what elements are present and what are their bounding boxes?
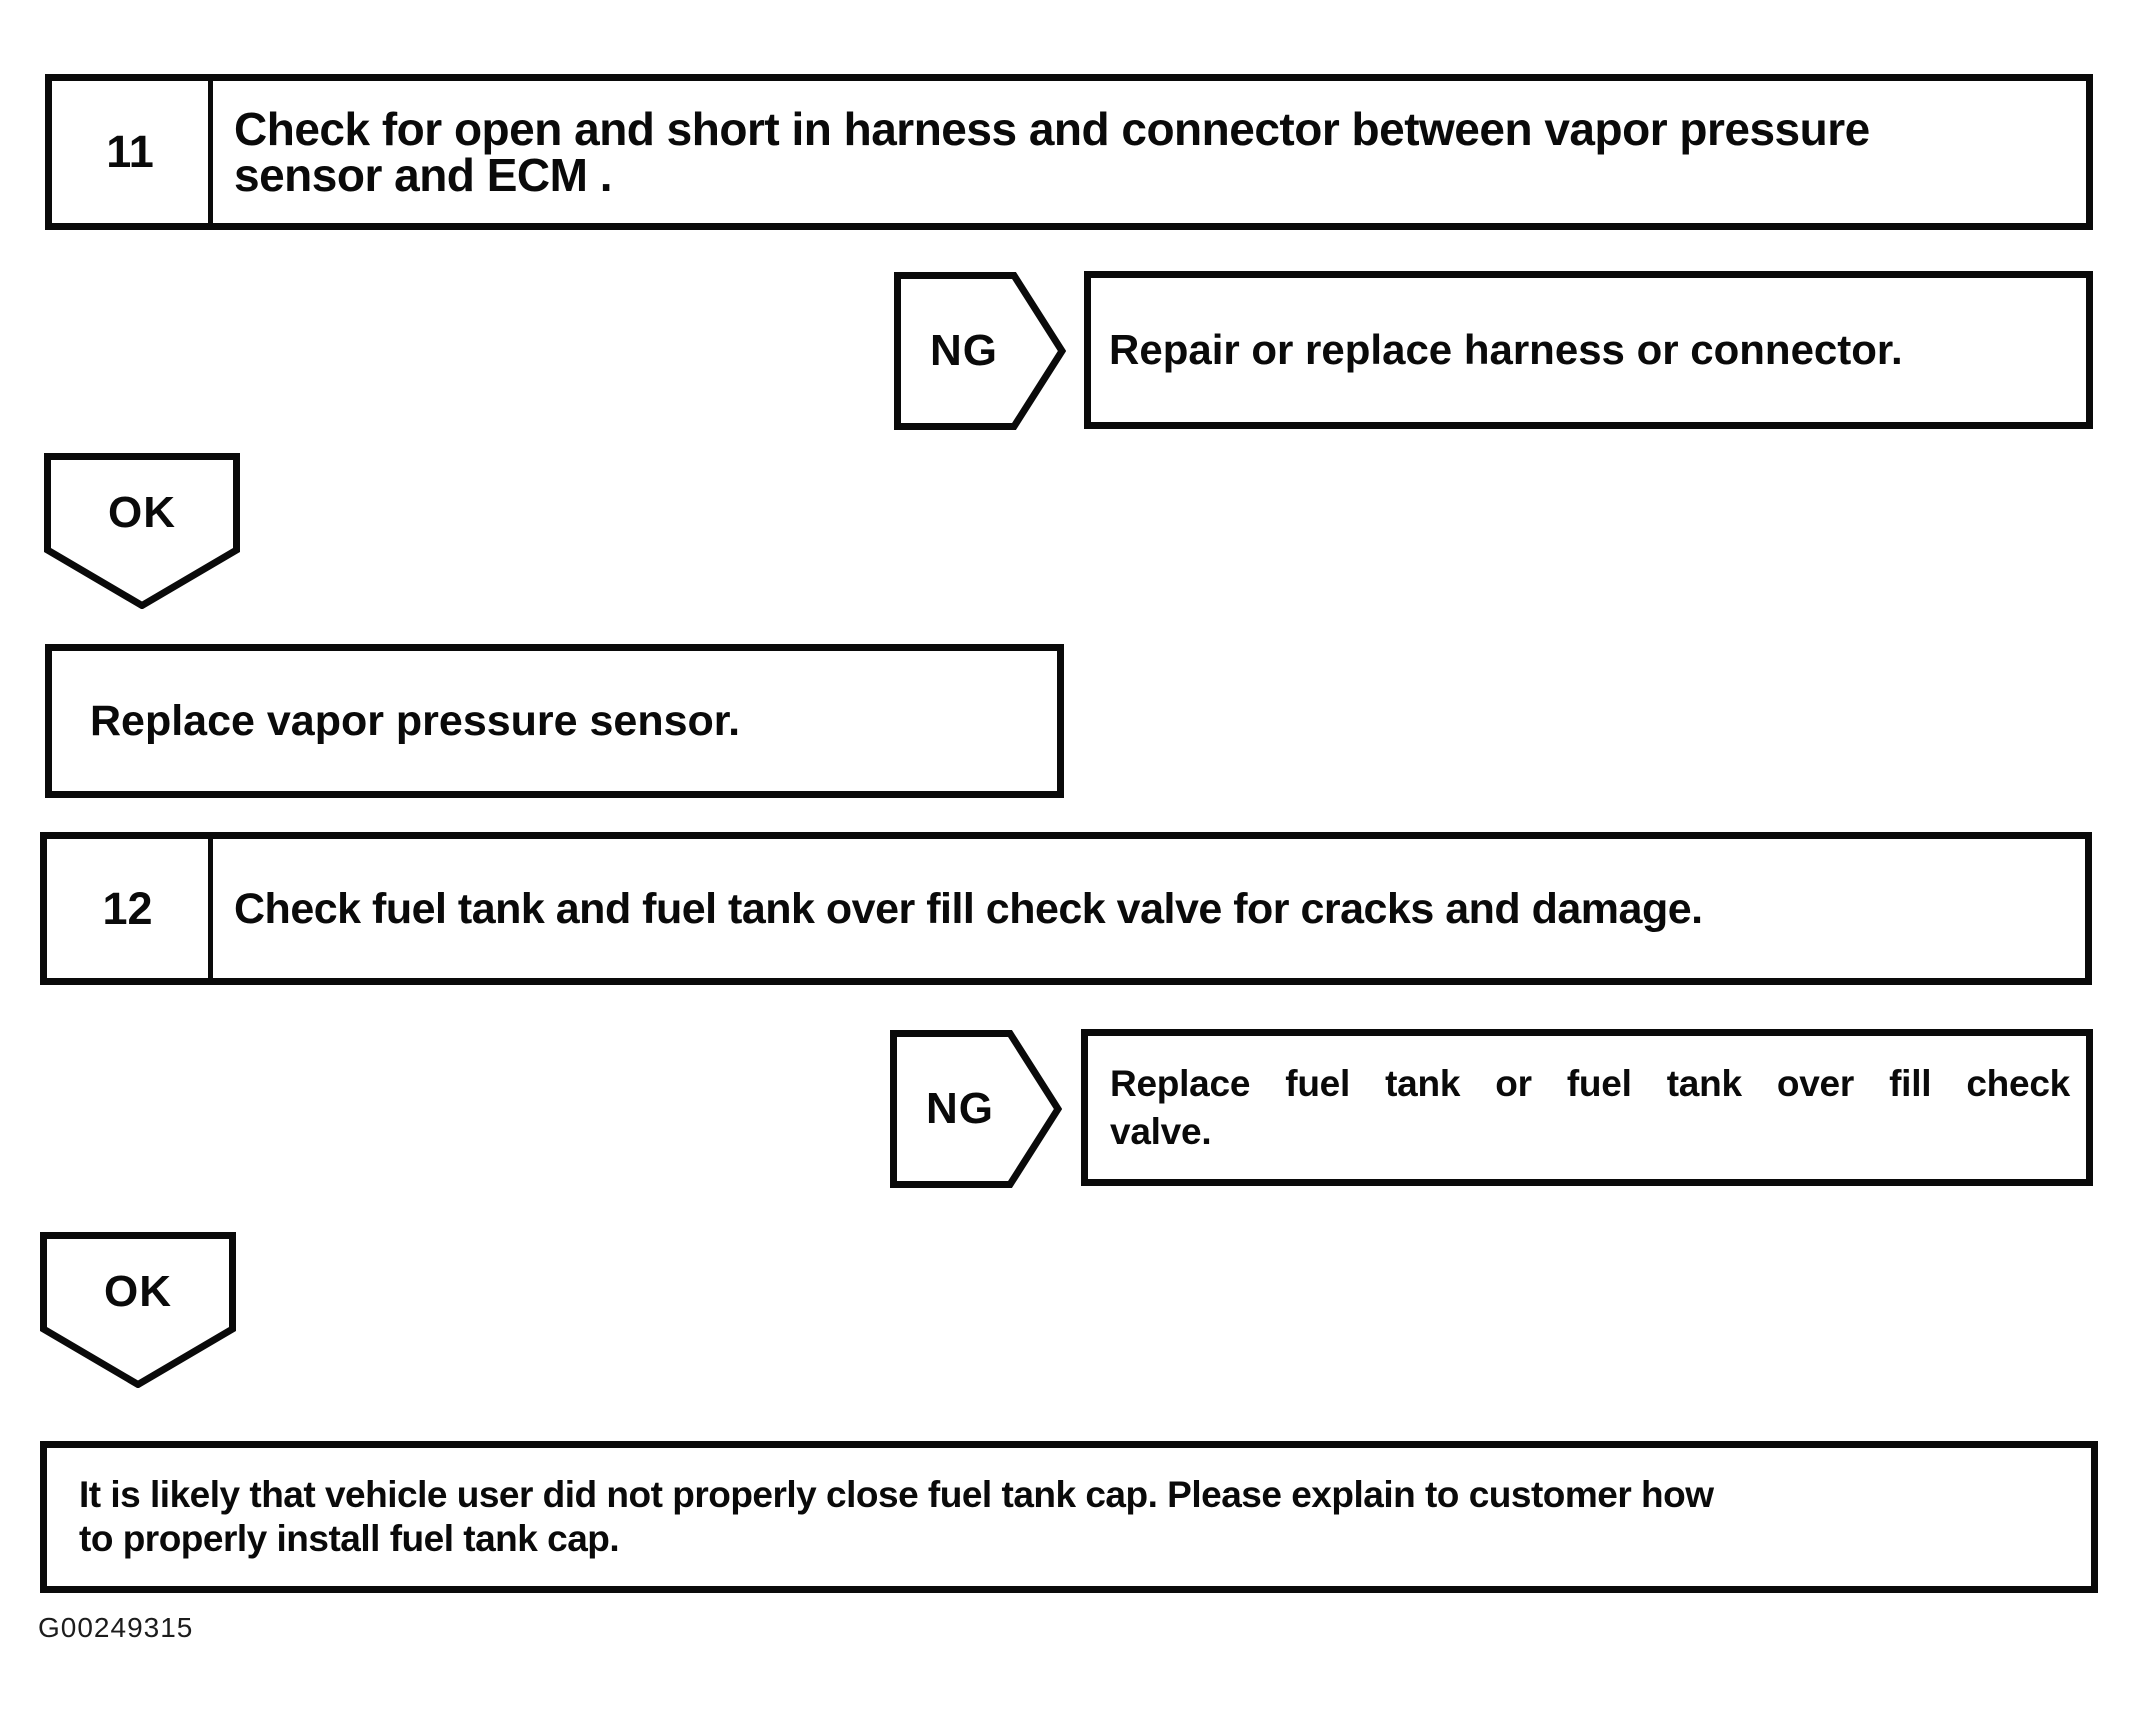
ng-action-2-box: Replace fuel tank or fuel tank over fill… [1081, 1029, 2093, 1186]
ok-branch-1-label: OK [108, 488, 176, 537]
ng-branch-2-connector: NG [890, 1030, 1062, 1188]
ok-branch-2-connector: OK [40, 1232, 236, 1388]
ng-action-2-line-1: Replace fuel tank or fuel tank over fill… [1110, 1062, 2070, 1104]
ok-branch-1-connector: OK [44, 453, 240, 609]
ok-pentagon-down-icon [40, 1232, 236, 1388]
result-12-box: It is likely that vehicle user did not p… [40, 1441, 2098, 1593]
result-11-box: Replace vapor pressure sensor. [45, 644, 1064, 798]
step-12-instruction: Check fuel tank and fuel tank over fill … [213, 839, 2085, 978]
step-11-box: 11 Check for open and short in harness a… [45, 74, 2093, 230]
ng-branch-1-connector: NG [894, 272, 1066, 430]
result-12-line-2: to properly install fuel tank cap. [79, 1518, 620, 1559]
ng-action-1-text: Repair or replace harness or connector. [1109, 326, 1903, 373]
step-12-number: 12 [47, 839, 213, 978]
result-12-line-1: It is likely that vehicle user did not p… [79, 1474, 1714, 1515]
ok-branch-2-label: OK [104, 1267, 172, 1316]
result-11-text: Replace vapor pressure sensor. [90, 696, 741, 745]
ng-pentagon-right-icon [890, 1030, 1062, 1188]
ok-pentagon-down-icon [44, 453, 240, 609]
step-11-number: 11 [52, 81, 213, 223]
figure-id-label: G00249315 [38, 1612, 194, 1643]
ng-branch-1-label: NG [930, 326, 998, 375]
ng-pentagon-right-icon [894, 272, 1066, 430]
step-11-instruction: Check for open and short in harness and … [213, 81, 2086, 223]
ng-branch-2-label: NG [926, 1084, 994, 1133]
step-12-instruction-line-1: Check fuel tank and fuel tank over fill … [234, 884, 1703, 933]
step-12-box: 12 Check fuel tank and fuel tank over fi… [40, 832, 2092, 985]
ng-action-2-line-2: valve. [1110, 1110, 1212, 1152]
step-11-instruction-line-1: Check for open and short in harness and … [234, 103, 1870, 155]
step-11-instruction-line-2: sensor and ECM . [234, 149, 612, 201]
ng-action-1-box: Repair or replace harness or connector. [1084, 271, 2093, 429]
